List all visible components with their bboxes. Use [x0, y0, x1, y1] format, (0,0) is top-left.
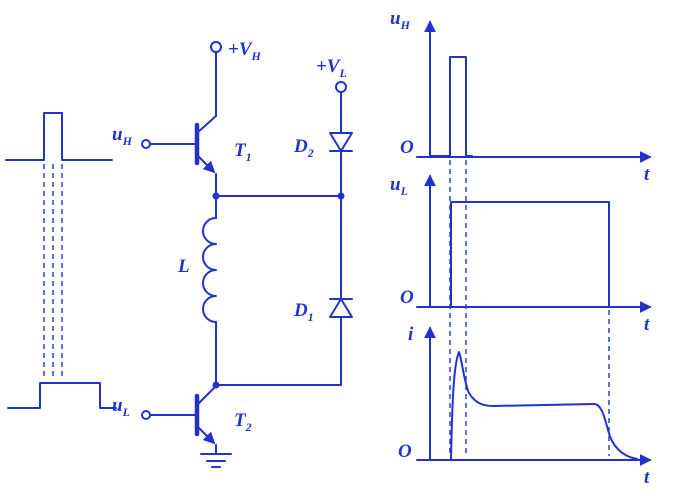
left-top-pulse-trace — [5, 112, 113, 161]
plot-ul-trace — [450, 201, 610, 307]
input-top-label: uH — [112, 124, 133, 148]
driver-circuit: +VH uH T1 L — [112, 39, 353, 468]
plot-i: i O t — [398, 324, 652, 488]
diode-d2 — [329, 132, 353, 152]
plot-ul-xlabel: t — [644, 314, 650, 335]
left-input-waveform — [5, 112, 117, 409]
ground-symbol — [200, 453, 232, 468]
plot-i-ylabel: i — [408, 324, 414, 345]
plot-uh-ylabel: uH — [390, 8, 411, 32]
input-bottom-label: uL — [112, 395, 130, 419]
d1-triangle — [329, 298, 353, 318]
supply-right-terminal — [335, 81, 347, 93]
transistor-t1: uH T1 — [112, 115, 252, 197]
inductor-coil — [202, 217, 217, 323]
d2-triangle — [329, 132, 353, 152]
diode-d1 — [329, 298, 353, 318]
plot-i-xlabel: t — [644, 467, 650, 488]
supply-top-label: +VH — [228, 39, 262, 63]
left-bottom-pulse-trace — [7, 382, 117, 409]
inductor-l: L — [177, 195, 217, 386]
plot-i-trace — [450, 351, 638, 460]
plot-timing-dashes — [449, 160, 610, 456]
plot-uh-xlabel: t — [644, 164, 650, 185]
transistor-t2: uL T2 — [112, 385, 252, 468]
t2-input-terminal — [141, 410, 151, 420]
plot-ul: uL O t — [390, 174, 652, 335]
t2-label: T2 — [234, 410, 252, 434]
t1-collector — [196, 115, 217, 134]
supply-right-label: +VL — [316, 56, 347, 80]
plot-i-origin: O — [398, 441, 412, 462]
plot-uh-origin: O — [400, 137, 414, 158]
t2-emitter — [196, 425, 216, 445]
t1-input-terminal — [141, 139, 151, 149]
d1-label: D1 — [293, 300, 314, 324]
supply-top-terminal — [210, 41, 222, 53]
plot-ul-ylabel: uL — [390, 174, 408, 198]
d2-label: D2 — [293, 136, 314, 160]
waveform-plots: uH O t uL O t i O t — [390, 8, 652, 488]
plot-uh-trace — [430, 56, 473, 157]
clamp-branch: +VL D2 D1 — [293, 56, 353, 386]
plot-uh: uH O t — [390, 8, 652, 185]
t1-emitter — [196, 154, 216, 174]
inductor-label: L — [177, 256, 190, 277]
t1-label: T1 — [234, 140, 252, 164]
t2-collector — [196, 385, 217, 406]
plot-ul-origin: O — [400, 287, 414, 308]
